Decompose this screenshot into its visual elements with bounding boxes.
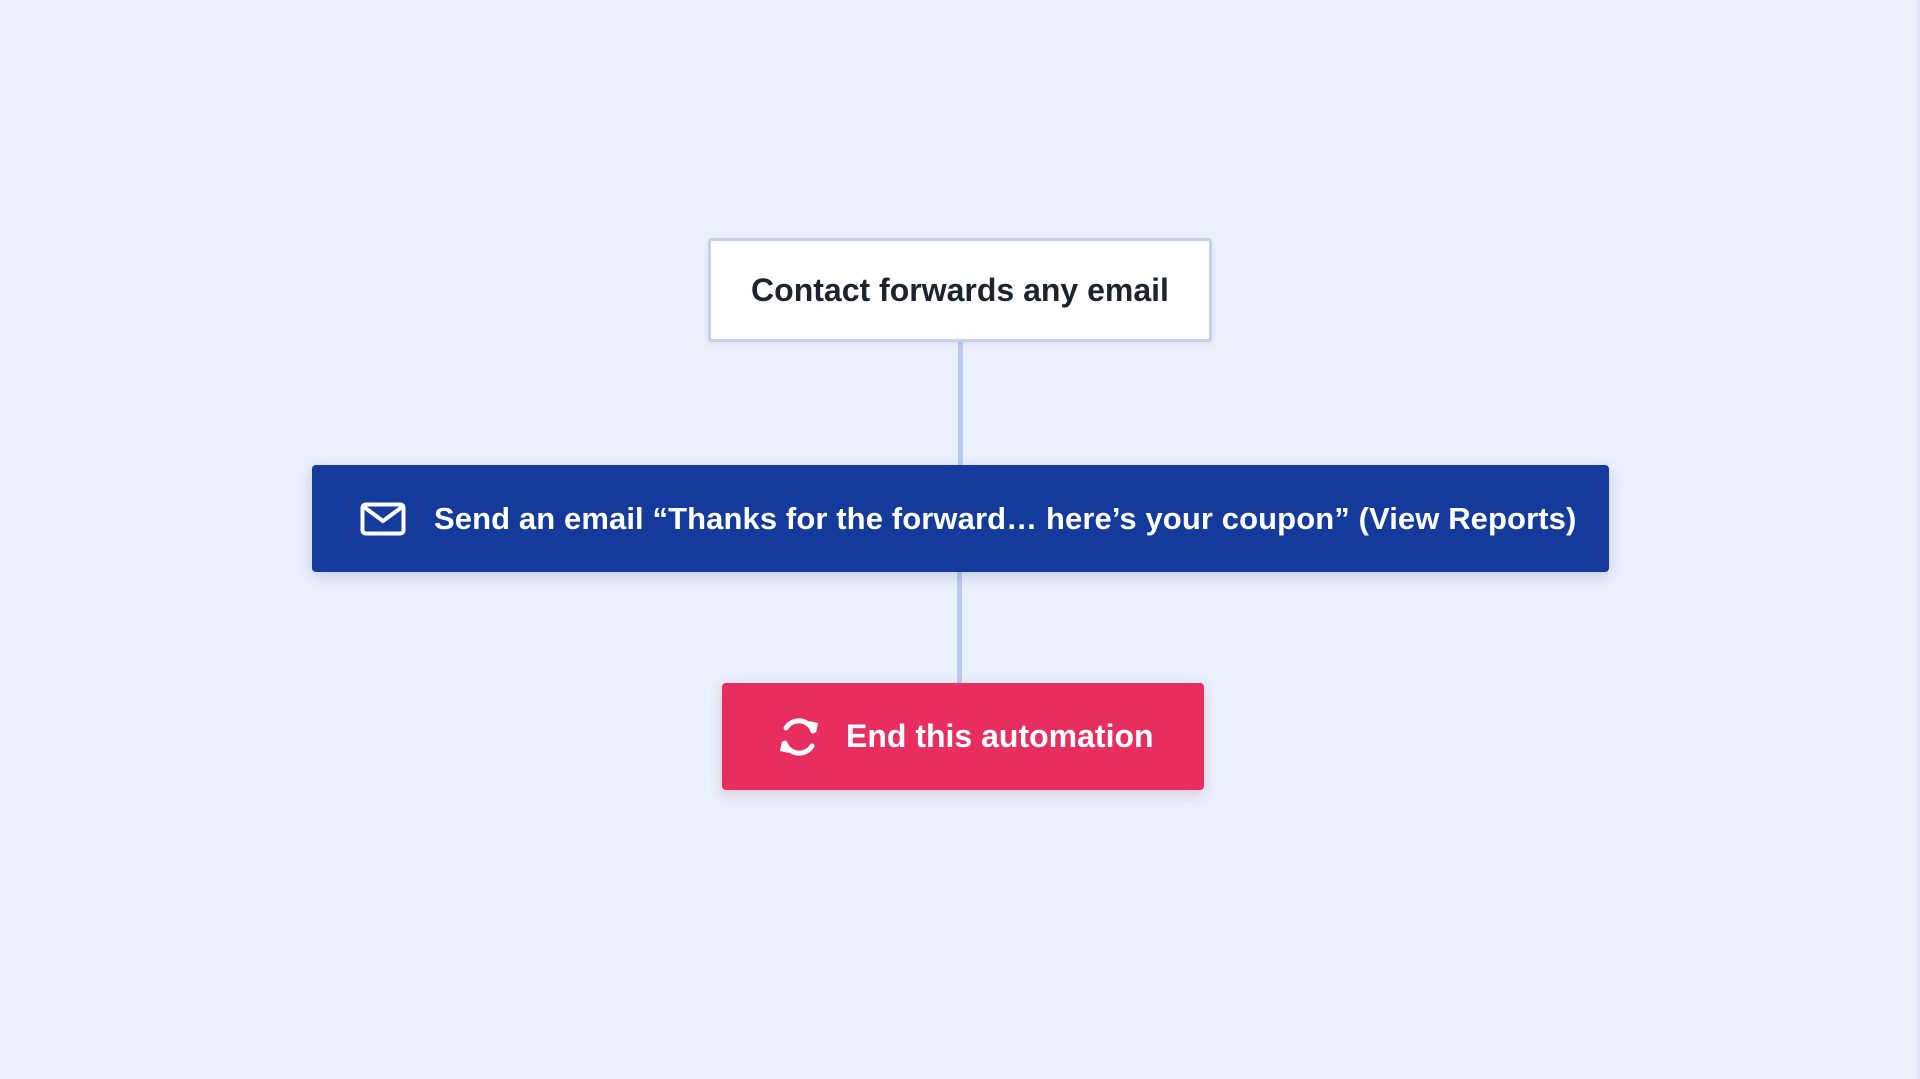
trigger-label: Contact forwards any email	[751, 271, 1169, 308]
end-automation-label: End this automation	[846, 718, 1154, 754]
end-automation-node[interactable]: End this automation	[722, 683, 1204, 790]
send-email-label: Send an email “Thanks for the forward… h…	[434, 500, 1577, 536]
envelope-icon	[360, 502, 406, 536]
trigger-node[interactable]: Contact forwards any email	[708, 238, 1212, 342]
canvas-edge	[1917, 0, 1920, 1079]
refresh-icon	[776, 717, 822, 757]
send-email-action-node[interactable]: Send an email “Thanks for the forward… h…	[312, 465, 1609, 572]
connector-trigger-to-action	[958, 340, 963, 466]
connector-action-to-end	[957, 568, 962, 686]
